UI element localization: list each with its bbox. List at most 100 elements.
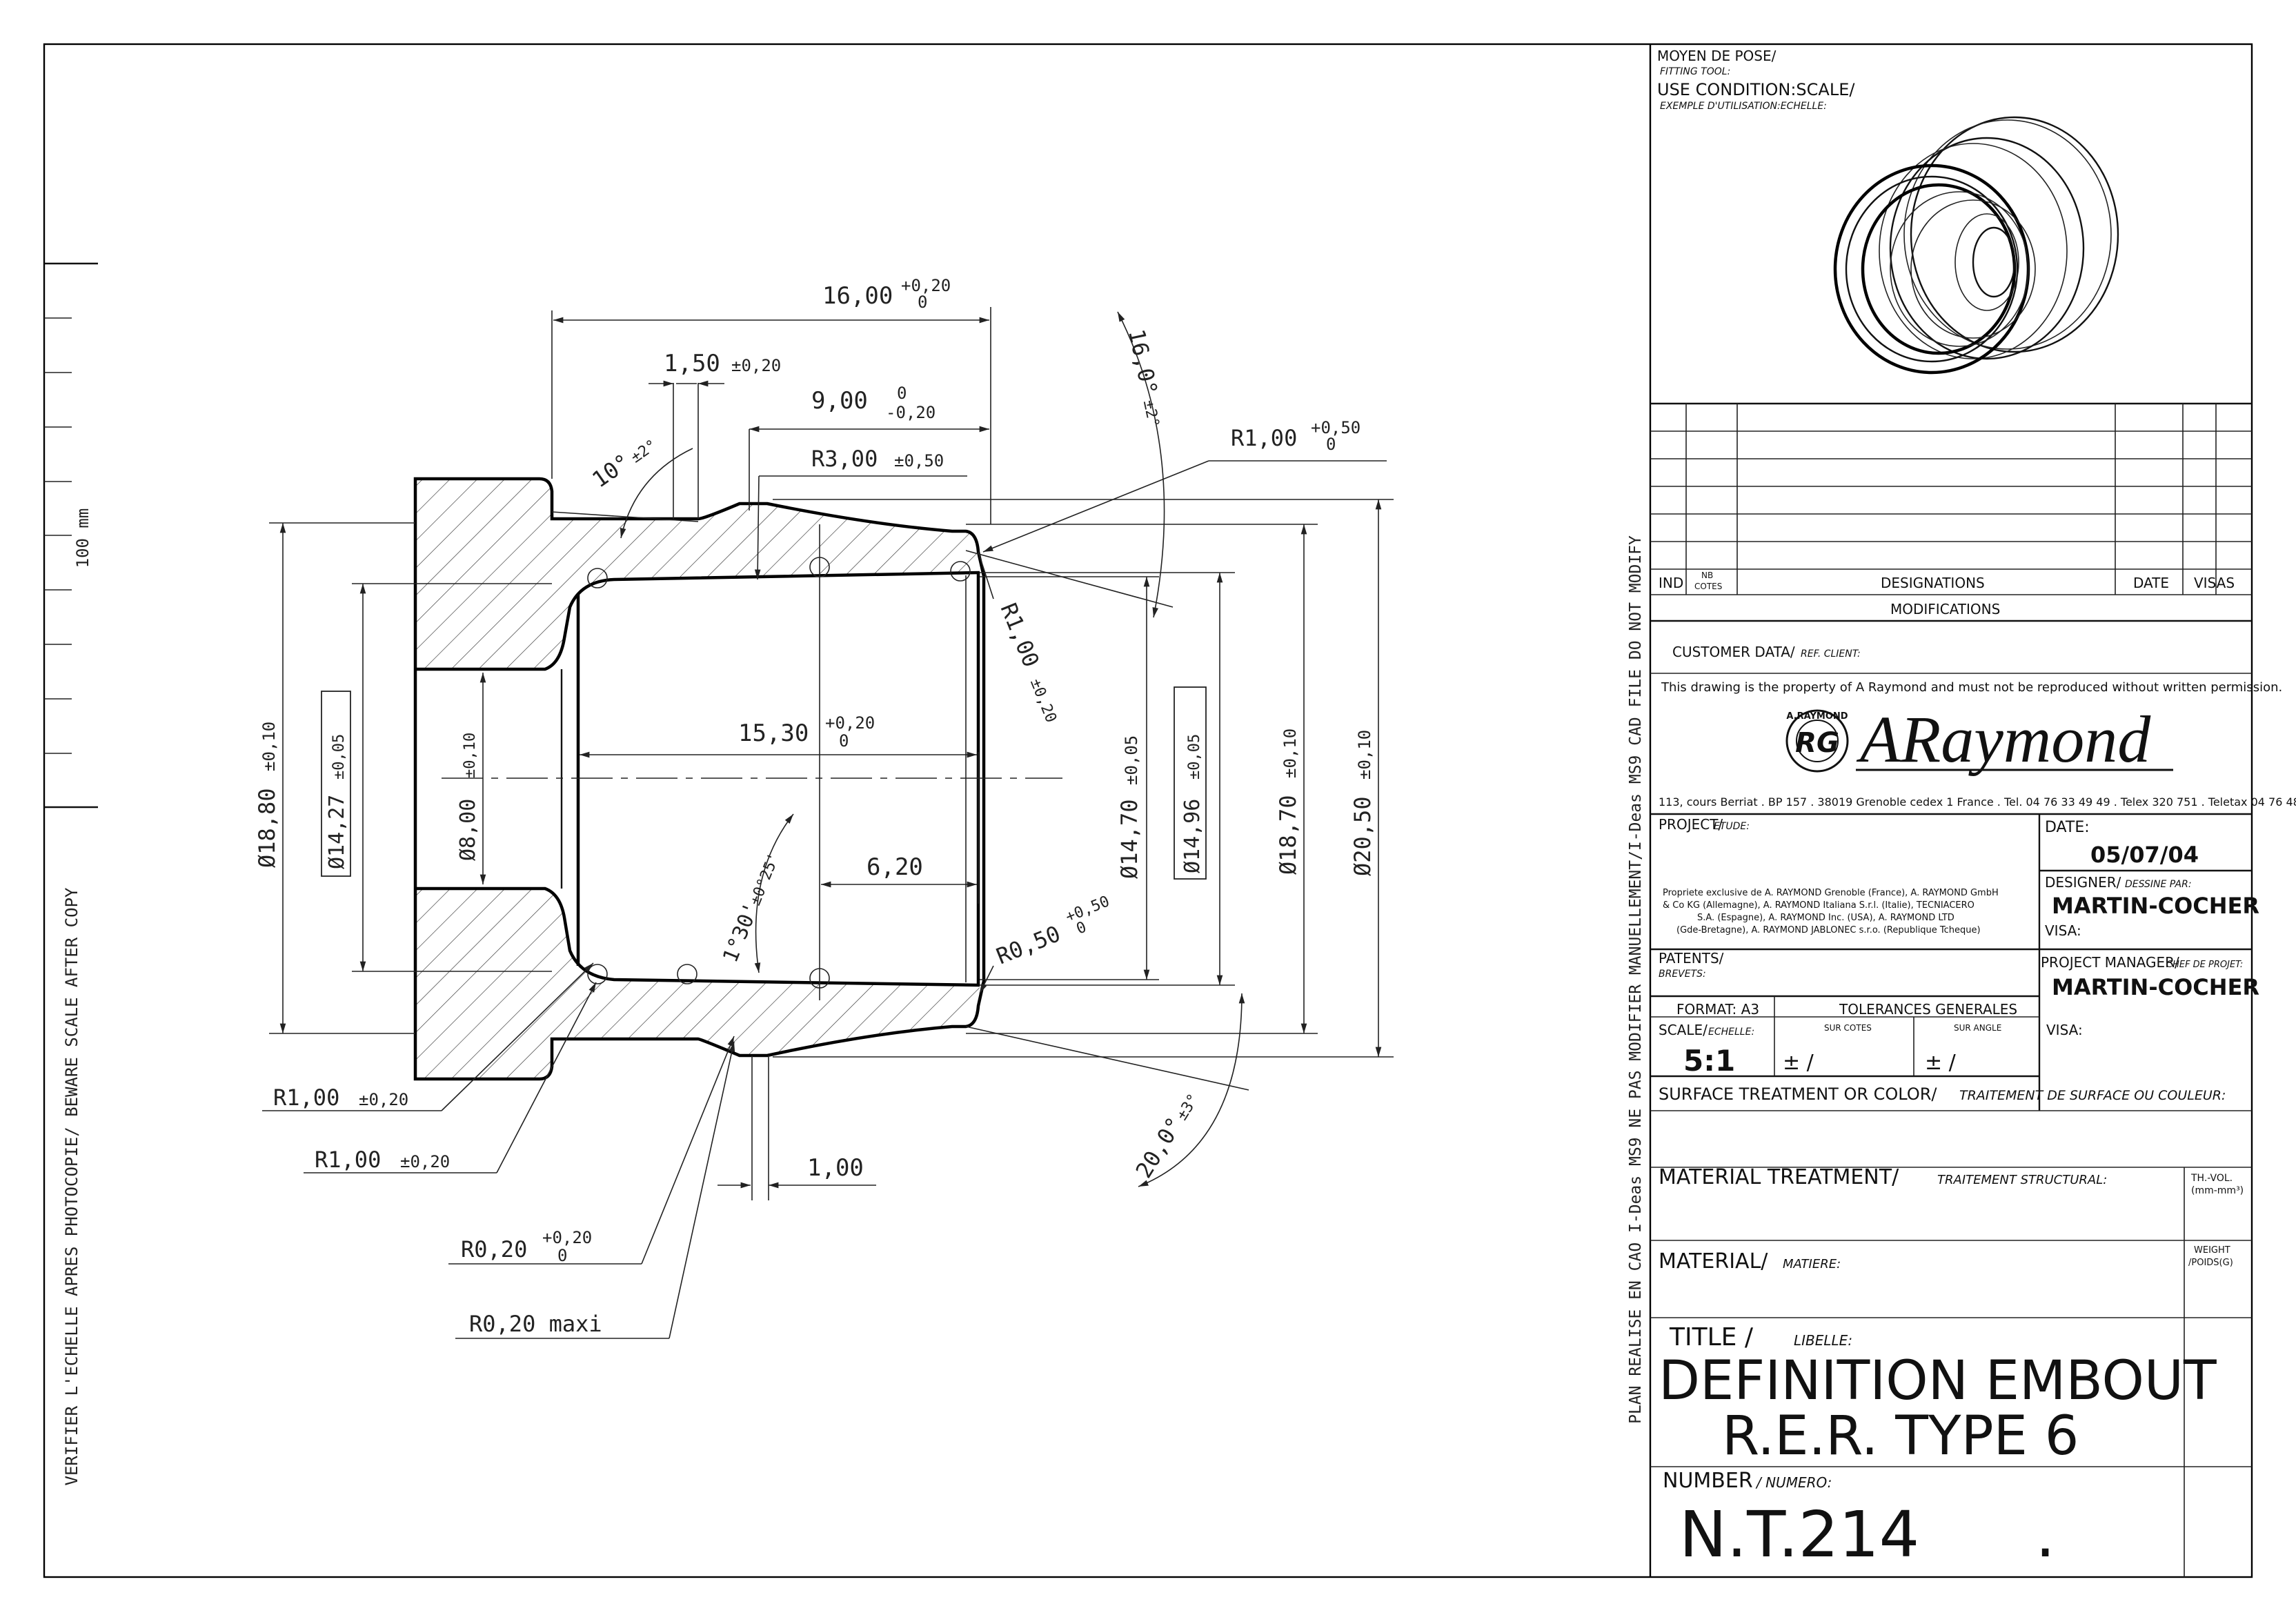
scale-label-tb: SCALE/ — [1659, 1022, 1708, 1038]
address: 113, cours Berriat . BP 157 . 38019 Gren… — [1659, 795, 2296, 809]
tol-cotes: ± / — [1783, 1051, 1814, 1075]
surface-label: SURFACE TREATMENT OR COLOR/ — [1659, 1084, 1937, 1104]
fitting-tool-label: MOYEN DE POSE/ — [1657, 48, 1777, 64]
dim-r1-mid: R1,00 — [996, 600, 1045, 671]
scale-value: 5:1 — [1683, 1044, 1735, 1078]
dia-14-27-box — [321, 691, 351, 877]
dim-dia-20-50-tol: ±0,10 — [1355, 730, 1374, 780]
title-label: TITLE / — [1669, 1323, 1754, 1351]
number-fr: / NUMERO: — [1755, 1474, 1832, 1491]
patents-fr: BREVETS: — [1659, 969, 1706, 980]
scale-warning: VERIFIER L'ECHELLE APRES PHOTOCOPIE/ BEW… — [62, 887, 81, 1486]
scale-ruler — [44, 262, 98, 809]
dim-15-30-tol-low: 0 — [839, 731, 849, 751]
dim-angle-20-tol: ±3° — [1174, 1091, 1203, 1123]
material-treatment-fr: TRAITEMENT STRUCTURAL: — [1937, 1173, 2107, 1187]
pm-fr: CHEF DE PROJET: — [2166, 960, 2243, 970]
dim-16-tol-low: 0 — [918, 293, 927, 312]
use-condition-fr: EXEMPLE D'UTILISATION:ECHELLE: — [1660, 101, 1827, 112]
dim-r1-mid-tol: ±0,20 — [1027, 676, 1060, 725]
dim-angle-16: 16,0° — [1123, 327, 1162, 397]
logo-ring-text: A.RAYMOND — [1786, 711, 1848, 722]
material-treatment-label: MATERIAL TREATMENT/ — [1659, 1165, 1899, 1189]
dim-9-tol-up: 0 — [897, 384, 907, 403]
dim-16-tol-up: +0,20 — [901, 276, 951, 295]
scale-fr: ECHELLE: — [1708, 1027, 1754, 1038]
brand-name: ARaymond — [1856, 702, 2151, 776]
sheet-border — [43, 43, 2253, 1578]
title-block: MOYEN DE POSE/ FITTING TOOL: USE CONDITI… — [1650, 48, 2296, 1577]
dim-9-tol-low: -0,20 — [886, 403, 936, 422]
tolerances-label: TOLERANCES GENERALES — [1839, 1001, 2017, 1018]
dim-dia-14-27: Ø14,27 — [325, 795, 349, 869]
legal-line-4: (Gde-Bretagne), A. RAYMOND JABLONEC s.r.… — [1676, 925, 1981, 935]
dim-angle-10: 10° — [587, 448, 635, 493]
dim-9: 9,00 — [811, 387, 868, 415]
project-label: PROJECT/ — [1659, 816, 1723, 833]
dimension-lines — [262, 311, 1394, 1339]
visa-1: VISA: — [2045, 922, 2081, 939]
dim-r0-20-maxi: R0,20 maxi — [469, 1311, 602, 1337]
sur-cotes-label: SUR COTES — [1824, 1023, 1872, 1033]
dim-dia-18-70: Ø18,70 — [1275, 795, 1301, 875]
thvol-2: (mm-mm³) — [2191, 1185, 2244, 1196]
patents-label: PATENTS/ — [1659, 950, 1724, 967]
use-condition-label: USE CONDITION:SCALE/ — [1657, 80, 1855, 99]
dim-dia-14-70: Ø14,70 — [1116, 799, 1142, 879]
date-label: DATE: — [2045, 819, 2090, 836]
dim-1-50-tol: ±0,20 — [731, 356, 781, 375]
material-fr: MATIERE: — [1783, 1257, 1841, 1271]
dim-dia-14-96: Ø14,96 — [1180, 799, 1205, 873]
dim-dia-14-96-tol: ±0,05 — [1186, 734, 1203, 780]
material-label: MATERIAL/ — [1659, 1249, 1768, 1274]
dim-angle-20: 20,0° — [1131, 1112, 1188, 1182]
legal-line-3: S.A. (Espagne), A. RAYMOND Inc. (USA), A… — [1697, 913, 1954, 923]
pm-value: MARTIN-COCHER — [2052, 974, 2259, 1000]
col-visas: VISAS — [2194, 575, 2235, 591]
customer-data-label: CUSTOMER DATA/ — [1672, 644, 1795, 660]
number-suffix: . — [2035, 1498, 2055, 1572]
dim-15-30-tol-up: +0,20 — [825, 713, 875, 733]
col-ind: IND — [1659, 575, 1683, 591]
number-value: N.T.214 — [1679, 1498, 1919, 1572]
dim-r0-20: R0,20 — [461, 1236, 527, 1262]
dim-6-20: 6,20 — [867, 853, 923, 881]
number-label: NUMBER — [1663, 1469, 1753, 1493]
dia-14-96-box — [1174, 686, 1207, 880]
title-line-1: DEFINITION EMBOUT — [1659, 1350, 2217, 1412]
fitting-tool-en: FITTING TOOL: — [1660, 66, 1730, 77]
project-fr: ETUDE: — [1714, 821, 1750, 832]
dim-1-50: 1,50 — [664, 350, 720, 377]
cad-notice: PLAN REALISE EN CAO I-Deas MS9 NE PAS MO… — [1627, 535, 1645, 1424]
designer-value: MARTIN-COCHER — [2052, 893, 2259, 919]
title-line-2: R.E.R. TYPE 6 — [1722, 1405, 2079, 1467]
dim-dia-18-70-tol: ±0,10 — [1280, 729, 1300, 778]
dim-r1-top-tol-up: +0,50 — [1311, 418, 1360, 437]
dim-angle-10-tol: ±2° — [628, 437, 660, 466]
col-nb: NB — [1701, 571, 1713, 580]
dim-dia-18-80: Ø18,80 — [254, 788, 280, 868]
part-section — [413, 307, 1062, 1200]
format-label: FORMAT: A3 — [1676, 1001, 1759, 1018]
dim-r0-20-tol-up: +0,20 — [542, 1228, 592, 1247]
col-date: DATE — [2133, 575, 2169, 591]
legal-line-1: Propriete exclusive de A. RAYMOND Grenob… — [1663, 888, 1999, 898]
tol-angle: ± / — [1925, 1051, 1957, 1075]
dim-r1-top-tol-low: 0 — [1326, 435, 1336, 454]
col-cotes: COTES — [1694, 582, 1722, 591]
dim-r1-top: R1,00 — [1231, 425, 1297, 451]
weight-2: /POIDS(G) — [2188, 1258, 2233, 1268]
dim-dia-8: Ø8,00 — [456, 799, 480, 861]
dim-dia-14-27-tol: ±0,05 — [330, 734, 348, 780]
dim-r0-50-tol-up: +0,50 — [1063, 893, 1112, 926]
legal-line-2: & Co KG (Allemagne), A. RAYMOND Italiana… — [1663, 900, 1975, 911]
dim-r0-50-tol-low: 0 — [1074, 919, 1089, 938]
col-designations: DESIGNATIONS — [1881, 575, 1985, 591]
logo-mark: RG — [1795, 727, 1839, 759]
dim-dia-8-tol: ±0,10 — [462, 733, 479, 778]
dim-r0-20-tol-low: 0 — [557, 1246, 567, 1265]
date-value: 05/07/04 — [2090, 842, 2199, 868]
dim-r3-tol: ±0,50 — [894, 451, 944, 470]
dim-16: 16,00 — [822, 282, 893, 310]
dim-r0-50: R0,50 — [993, 920, 1065, 969]
